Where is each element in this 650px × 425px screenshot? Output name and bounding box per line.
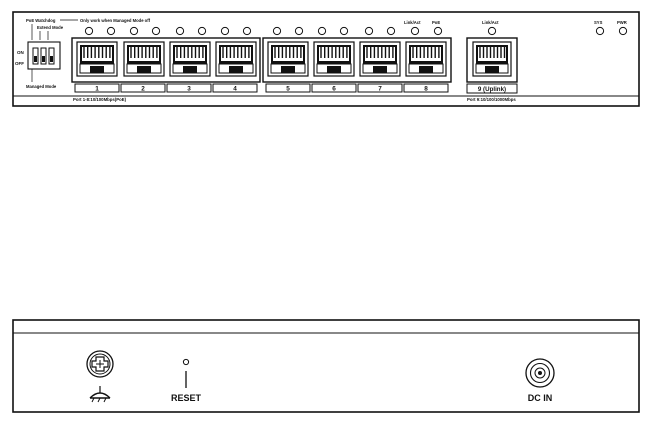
rj45-port-7[interactable] [359, 41, 401, 77]
port-label-strip [311, 83, 357, 93]
rj45-port-4[interactable] [215, 41, 257, 77]
poe-watchdog-label: PoE Watchdog [26, 18, 56, 23]
dip-switch[interactable] [27, 41, 61, 70]
uplink-link-act-label: Link/Act [482, 20, 499, 25]
uplink-port-label: 9 (Uplink) [478, 86, 506, 93]
reset-label: RESET [171, 393, 202, 403]
rj45-ports[interactable] [76, 41, 447, 77]
port-number-label: 5 [286, 86, 290, 93]
managed-mode-label: Managed Mode [26, 84, 57, 89]
port-number-label: 4 [233, 86, 237, 93]
port-label-strip [120, 83, 166, 93]
rj45-port-1[interactable] [76, 41, 118, 77]
port-label-strip [74, 83, 120, 93]
managed-mode-note: Only work when Managed Mode off [80, 18, 151, 23]
poe-label: PoE [432, 20, 440, 25]
port-label-strip [357, 83, 403, 93]
rj45-port-3[interactable] [169, 41, 211, 77]
link-act-label: Link/Act [404, 20, 421, 25]
rj45-port-5[interactable] [267, 41, 309, 77]
dc-in-label: DC IN [528, 393, 553, 403]
port-number-label: 1 [95, 86, 99, 93]
port-label-strip [403, 83, 449, 93]
dc-in-jack[interactable] [525, 358, 555, 388]
ground-screw-icon [86, 350, 114, 378]
uplink-caption: Port 9:10/100/1000Mbps [467, 97, 516, 102]
rj45-port-2[interactable] [123, 41, 165, 77]
uplink-rj45-port[interactable] [472, 41, 512, 77]
port-number-label: 8 [424, 86, 428, 93]
port-label-strip [265, 83, 311, 93]
port-label-strip [212, 83, 258, 93]
dip-off-label: OFF [15, 61, 24, 66]
port-number-label: 6 [332, 86, 336, 93]
rj45-port-8[interactable] [405, 41, 447, 77]
port-label-strips: 1 2 3 4 5 6 7 8 [74, 83, 449, 93]
extend-mode-label: Extend Mode [37, 25, 64, 30]
pwr-led [618, 26, 628, 36]
sys-led [595, 26, 605, 36]
uplink-led [487, 26, 497, 36]
port-number-label: 3 [187, 86, 191, 93]
sys-label: SYS [594, 20, 603, 25]
uplink-label-strip [466, 83, 518, 94]
port-number-label: 7 [378, 86, 382, 93]
ground-symbol-icon [89, 386, 111, 403]
reset-button[interactable] [182, 358, 190, 366]
dip-on-label: ON [17, 50, 24, 55]
pwr-label: PWR [617, 20, 627, 25]
port-leds [84, 26, 443, 36]
port-number-label: 2 [141, 86, 145, 93]
port-label-strip [166, 83, 212, 93]
rj45-port-6[interactable] [313, 41, 355, 77]
poe-port-caption: Port 1-8:10/100Mbps(PoE) [73, 97, 127, 102]
